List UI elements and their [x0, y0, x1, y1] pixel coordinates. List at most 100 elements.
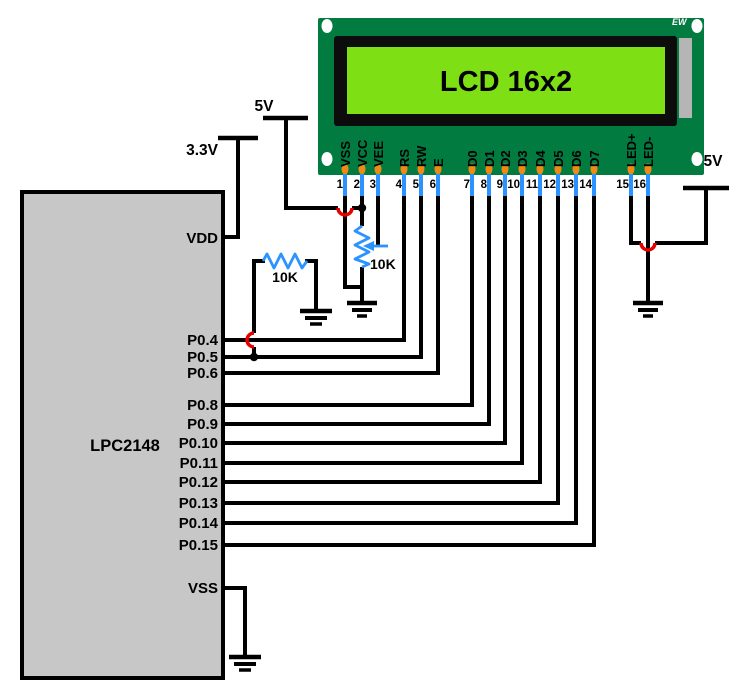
lcd-pin-number: 3 — [370, 179, 376, 191]
lcd-pin-number: 5 — [413, 179, 420, 191]
lcd-pin-number: 10 — [507, 179, 520, 191]
potentiometer-10k — [353, 224, 388, 269]
lcd-mounting-hole — [691, 152, 703, 166]
lcd-pin-name: D1 — [482, 150, 497, 167]
lcd-pad-9 — [501, 163, 509, 175]
wire-lcd-vss-gnd — [343, 196, 364, 289]
ground-symbol-led — [633, 300, 663, 318]
lcd-module: EW LCD 16x2 — [318, 17, 704, 197]
wire-vss-gnd — [223, 586, 247, 657]
mcu-pin-label-p014: P0.14 — [179, 515, 219, 532]
lcd-mounting-hole — [321, 152, 333, 166]
mcu-pin-label-p04: P0.4 — [187, 332, 219, 349]
lcd-pin-name: D3 — [515, 150, 530, 167]
wire-p011-d3 — [223, 196, 524, 465]
lcd-pad-12 — [554, 163, 562, 175]
wire-5v-to-vcc-a — [284, 118, 338, 210]
lcd-pin-name: D2 — [498, 150, 513, 167]
lcd-pin-name: D5 — [551, 150, 566, 167]
mcu-chip: LPC2148 VDD P0.4 P0.5 P0.6 P0.8 P0.9 P0.… — [20, 190, 225, 680]
lcd-pin-number: 16 — [633, 179, 646, 191]
wire-ledp-a — [629, 196, 641, 245]
label-5v-right: 5V — [704, 153, 724, 170]
lcd-pad-11 — [536, 163, 544, 175]
lcd-pin-name: D6 — [569, 150, 584, 167]
lcd-pin-number: 15 — [616, 179, 629, 191]
pot-zigzag — [353, 224, 371, 269]
wire-p013-d5 — [223, 196, 560, 505]
lcd-pad-2 — [358, 163, 366, 175]
wire-p012-d4 — [223, 196, 542, 484]
lcd-pads — [341, 163, 652, 175]
lcd-pad-10 — [518, 163, 526, 175]
lcd-pin-number: 14 — [579, 179, 592, 191]
lcd-connector-strip — [679, 38, 692, 118]
lcd-pad-7 — [468, 163, 476, 175]
mcu-pin-label-vdd: VDD — [186, 230, 218, 247]
lcd-pin-name: RS — [397, 149, 412, 167]
mcu-pin-label-p010: P0.10 — [179, 435, 218, 452]
lcd-brand-label: EW — [672, 17, 688, 27]
junction-dot-p05 — [249, 352, 259, 362]
mcu-pin-label-p09: P0.9 — [187, 416, 218, 433]
lcd-mounting-hole — [691, 19, 703, 33]
signal-wires — [223, 196, 596, 547]
lcd-pin-name: VSS — [338, 141, 353, 167]
resistor-10k — [261, 252, 309, 270]
lcd-pin-names: VSS VCC VEE RS RW E D0 D1 D2 D3 D4 D5 D6… — [338, 133, 656, 167]
lcd-pin-number: 9 — [497, 179, 503, 191]
wire-p05-rw — [223, 196, 423, 359]
lcd-pad-13 — [572, 163, 580, 175]
wire-hop-5v-over-vss — [336, 207, 354, 217]
mcu-pin-label-p011: P0.11 — [180, 455, 218, 472]
wire-r1-left-a — [252, 259, 265, 333]
lcd-pin-name: LED- — [641, 137, 656, 167]
ground-symbol-r1 — [300, 308, 332, 326]
lcd-pin-number: 6 — [430, 179, 436, 191]
junction-dot-vcc — [357, 203, 367, 213]
mcu-pin-label-p012: P0.12 — [179, 474, 218, 491]
lcd-pin-number: 7 — [464, 179, 470, 191]
lcd-pad-1 — [341, 163, 349, 175]
label-5v-left: 5V — [255, 98, 275, 115]
lcd-pad-14 — [590, 163, 598, 175]
mcu-body — [20, 190, 225, 680]
mcu-pin-label-p015: P0.15 — [179, 537, 218, 554]
lcd-pin-name: RW — [414, 145, 429, 167]
lcd-pin-stubs — [343, 174, 650, 197]
wire-p06-e — [223, 196, 440, 375]
lcd-pin-name: D4 — [533, 150, 548, 167]
lcd-pad-8 — [485, 163, 493, 175]
ground-symbol-pot — [347, 300, 377, 318]
label-pot-value: 10K — [370, 256, 396, 272]
lcd-pad-6 — [434, 163, 442, 175]
lcd-pin-number: 1 — [337, 179, 344, 191]
lcd-pin-number: 4 — [396, 179, 403, 191]
lcd-pin-number: 12 — [543, 179, 556, 191]
wire-p014-d6 — [223, 196, 578, 525]
wire-p015-d7 — [223, 196, 596, 547]
wire-r1-right — [305, 259, 318, 313]
lcd-pad-4 — [400, 163, 408, 175]
lcd-mounting-hole — [321, 19, 333, 33]
lcd-pad-15 — [627, 163, 635, 175]
lcd-pin-name: D7 — [587, 150, 602, 167]
ground-symbols — [229, 300, 663, 672]
mcu-pin-label-p06: P0.6 — [187, 365, 218, 382]
wire-hop-r1-over-p04 — [245, 331, 255, 349]
lcd-screen-text: LCD 16x2 — [440, 66, 572, 98]
lcd-pin-name: LED+ — [624, 133, 639, 167]
mcu-pin-label-vss: VSS — [188, 580, 218, 597]
mcu-pin-label-p05: P0.5 — [187, 349, 218, 366]
lcd-pin-number: 11 — [526, 179, 539, 191]
lcd-pin-number: 8 — [481, 179, 488, 191]
wire-hop-ledp-over-ledm — [639, 242, 657, 252]
wire-p09-d1 — [223, 196, 491, 426]
mcu-pin-label-p013: P0.13 — [179, 495, 218, 512]
lcd-pad-5 — [417, 163, 425, 175]
lcd-pin-name: E — [431, 158, 446, 167]
lcd-pad-3 — [374, 163, 382, 175]
lcd-screen — [347, 47, 665, 114]
